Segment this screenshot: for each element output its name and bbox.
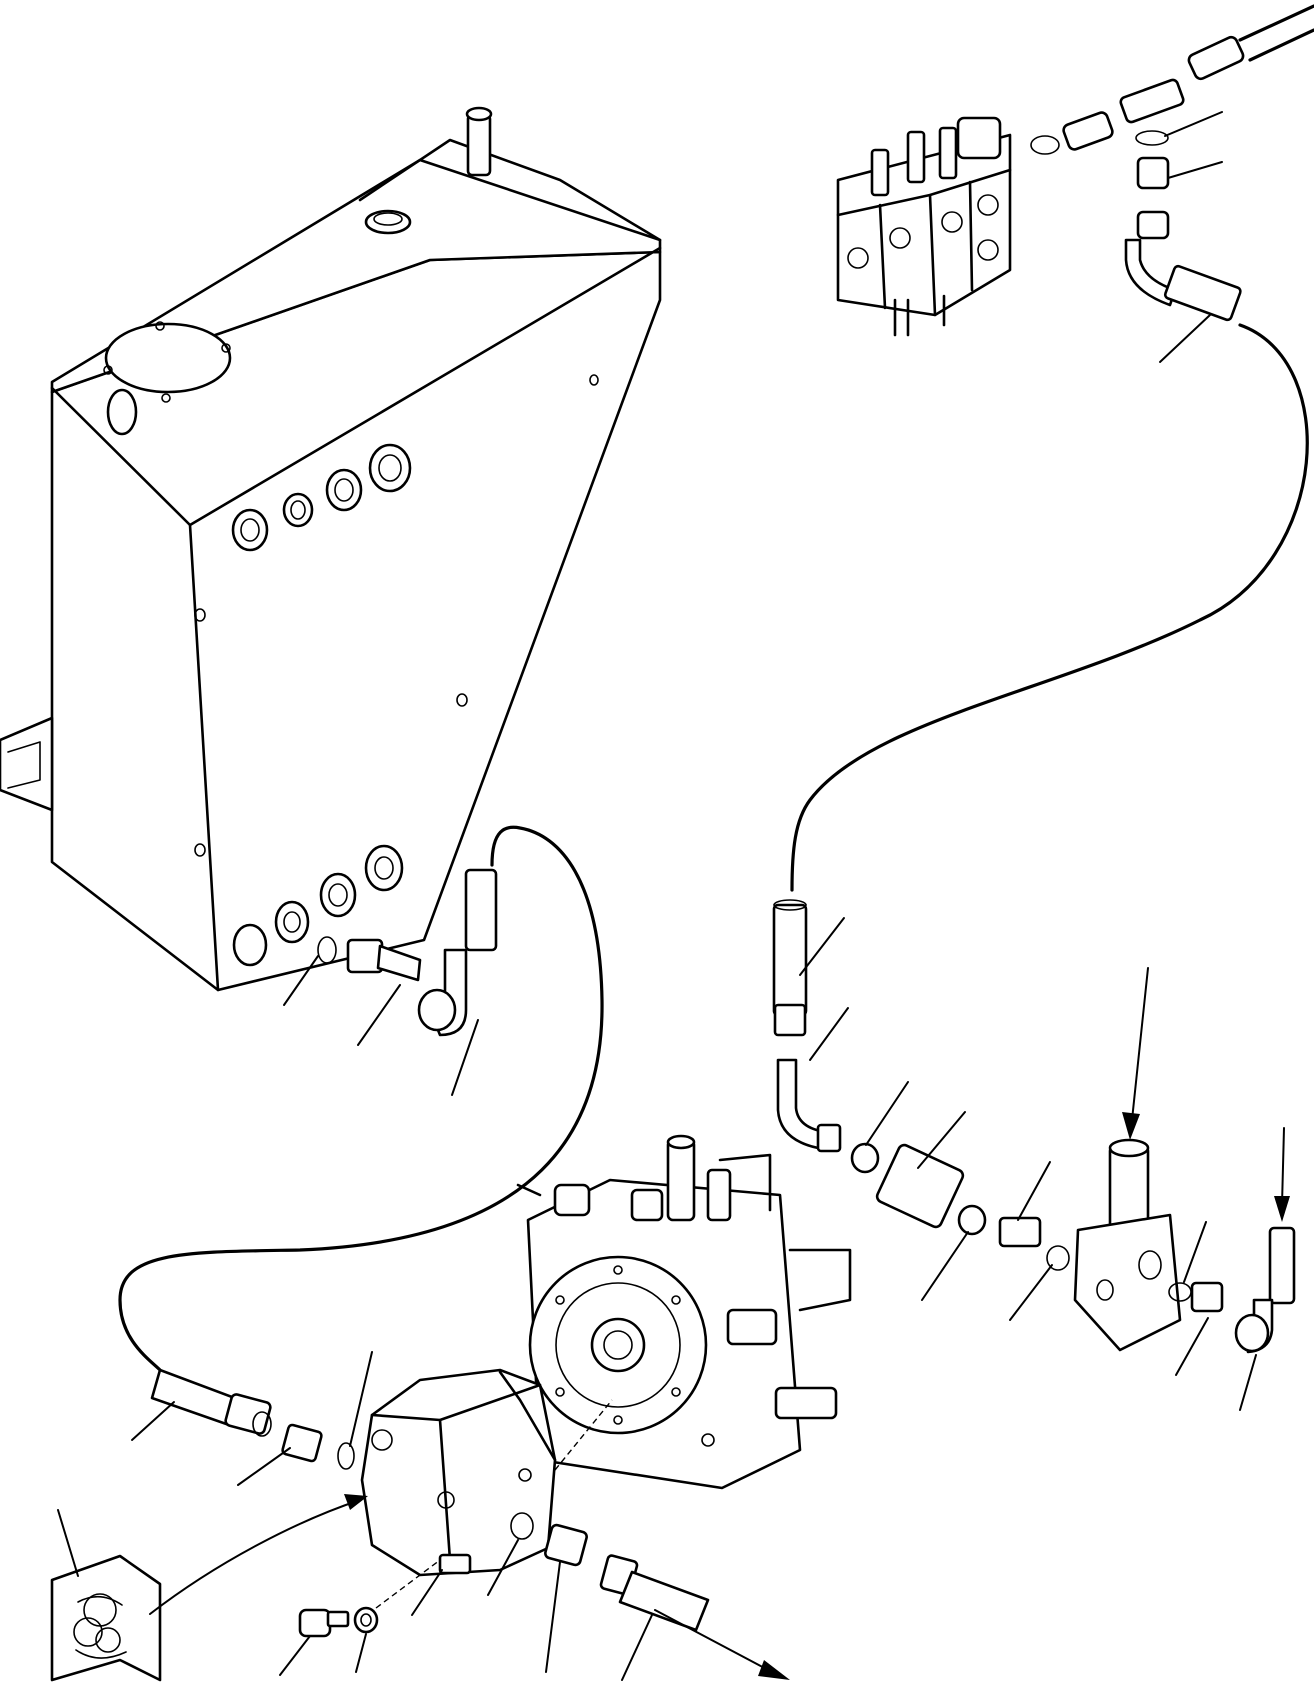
control-valve xyxy=(836,116,1012,337)
pump-inlet-fittings xyxy=(150,1368,355,1470)
hydraulic-oil-symbol xyxy=(50,1554,162,1682)
inspection-cover xyxy=(103,321,232,403)
transmission-housing xyxy=(516,1134,852,1490)
return-hose-upper xyxy=(790,323,1309,892)
tee-block xyxy=(1073,1138,1224,1352)
return-fittings-top xyxy=(1124,130,1242,322)
suction-hose xyxy=(118,825,604,1372)
lower-port-bosses xyxy=(232,844,404,967)
breather-cap xyxy=(364,209,412,235)
pressure-line-fittings xyxy=(772,899,1070,1271)
capscrew-and-washer xyxy=(298,1606,379,1638)
filler-neck xyxy=(465,106,493,177)
pump-outlet-fittings xyxy=(510,1512,710,1632)
sight-glass xyxy=(106,388,138,436)
hydraulic-tank xyxy=(0,106,662,992)
valve-outlet-fittings xyxy=(1030,4,1314,155)
upper-port-bosses xyxy=(231,443,412,552)
flow-arrows xyxy=(149,967,1290,1680)
hydraulic-pump xyxy=(359,1368,613,1621)
tank-suction-fittings xyxy=(317,868,498,1037)
mounting-foot xyxy=(0,716,54,812)
tee-elbow-fitting xyxy=(1234,1226,1296,1354)
part-leader-lines xyxy=(57,111,1257,1681)
